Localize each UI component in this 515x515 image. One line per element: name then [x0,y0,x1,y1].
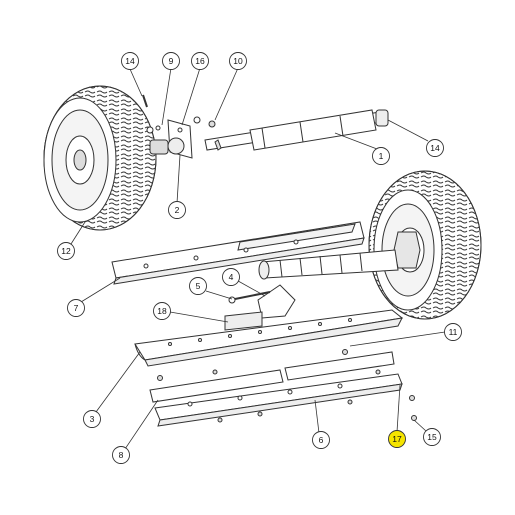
lower-axle-shaft [258,249,399,280]
callout-14-label: 14 [430,143,440,153]
callout-17-label: 17 [392,434,402,444]
callout-9: 9 [162,52,180,70]
main-deflector [134,309,404,367]
lever-assembly [224,284,296,331]
callout-7-label: 7 [74,303,79,313]
callout-8: 8 [112,446,130,464]
callout-13: 14 [121,52,139,70]
callout-3-label: 3 [90,414,95,424]
callout-16-label: 16 [195,56,205,66]
callout-18: 18 [153,302,171,320]
callout-13-label: 14 [125,56,135,66]
callout-10: 10 [229,52,247,70]
callout-5: 5 [189,277,207,295]
callout-14: 14 [426,139,444,157]
callout-9-label: 9 [169,56,174,66]
left-wheel [43,85,157,231]
right-wheel [368,170,482,320]
leader-lines [70,67,446,450]
callout-18-label: 18 [157,306,167,316]
callout-2-label: 2 [175,205,180,215]
callout-15: 15 [423,428,441,446]
callout-12: 12 [57,242,75,260]
callout-4-label: 4 [229,272,234,282]
callout-7: 7 [67,299,85,317]
hub-bracket [142,94,216,159]
callout-2: 2 [168,201,186,219]
callout-6: 6 [312,431,330,449]
callout-4: 4 [222,268,240,286]
callout-11: 11 [444,323,462,341]
callout-11-label: 11 [449,327,458,337]
lower-plate [149,349,395,403]
upper-axle-shaft [204,109,389,151]
callout-1: 1 [372,147,390,165]
callout-10-label: 10 [233,56,243,66]
callout-15-label: 15 [427,432,437,442]
upper-channel [111,221,365,285]
callout-17: 17 [388,430,406,448]
callout-6-label: 6 [319,435,324,445]
callout-12-label: 12 [61,246,71,256]
callout-3: 3 [83,410,101,428]
bottom-channel [154,373,417,427]
callout-5-label: 5 [196,281,201,291]
callout-8-label: 8 [119,450,124,460]
callout-1-label: 1 [379,151,384,161]
callout-16: 16 [191,52,209,70]
